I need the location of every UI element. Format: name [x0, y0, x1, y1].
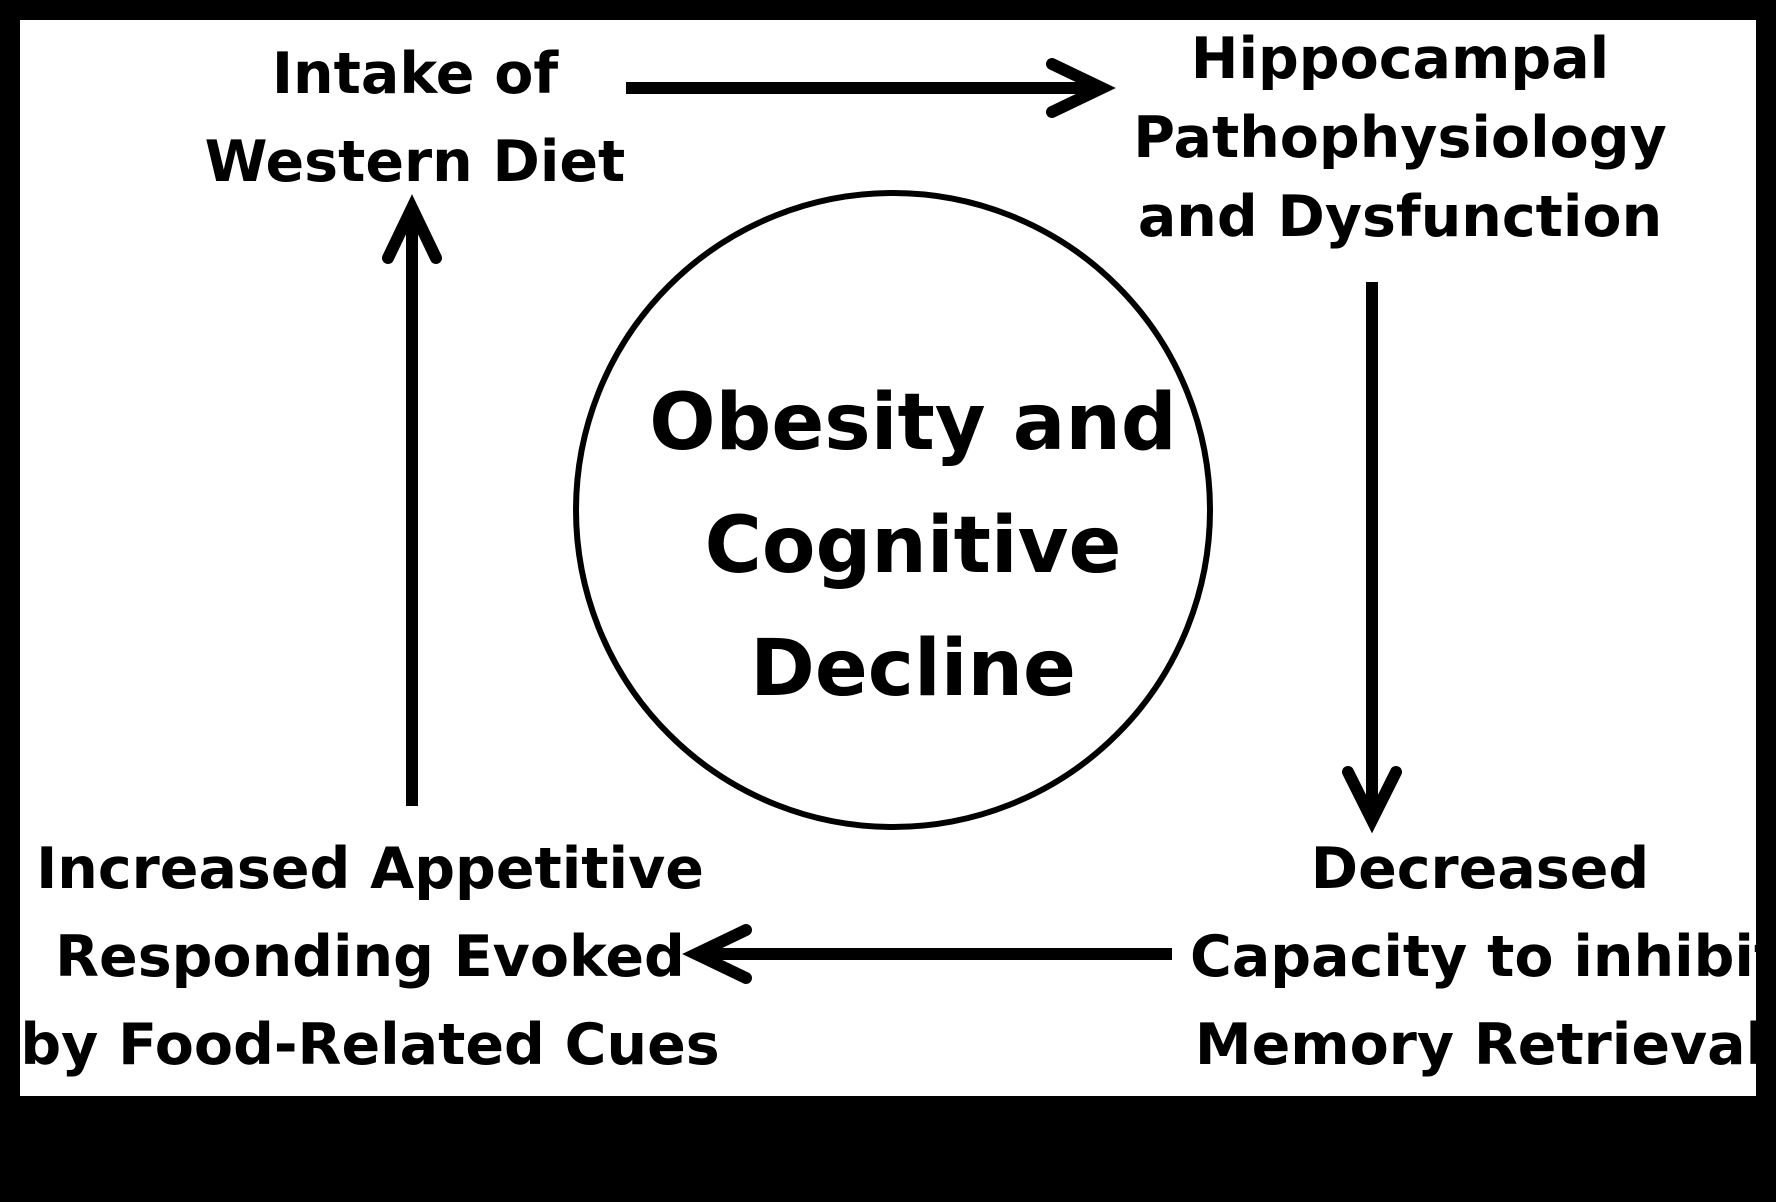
arrow-diet-to-hippocampal	[626, 58, 1116, 118]
diagram-canvas: Intake of Western Diet Hippocampal Patho…	[20, 20, 1756, 1096]
node-label-line: Capacity to inhibit	[1190, 924, 1756, 990]
node-label-line: Intake of	[271, 41, 559, 107]
center-label-line: Obesity and	[649, 378, 1177, 468]
arrow-appetitive-to-diet	[382, 194, 442, 806]
arrow-hippocampal-to-decreased	[1342, 282, 1402, 834]
diagram-arrows	[382, 58, 1402, 984]
node-label-line: Pathophysiology	[1133, 105, 1667, 171]
node-decreased-inhibition: Decreased Capacity to inhibit Memory Ret…	[1190, 825, 1756, 1089]
center-label-line: Cognitive	[704, 501, 1122, 591]
center-circle	[573, 190, 1213, 830]
center-label: Obesity and Cognitive Decline	[568, 362, 1258, 731]
arrow-decreased-to-appetitive	[682, 924, 1172, 984]
node-label-line: Responding Evoked	[55, 924, 685, 990]
node-label-line: and Dysfunction	[1137, 184, 1663, 250]
node-label-line: Memory Retrieval	[1194, 1012, 1756, 1078]
node-hippocampal-dysfunction: Hippocampal Pathophysiology and Dysfunct…	[1120, 20, 1680, 257]
node-western-diet-intake: Intake of Western Diet	[190, 30, 640, 206]
node-label-line: Hippocampal	[1190, 26, 1610, 92]
node-appetitive-responding: Increased Appetitive Responding Evoked b…	[20, 825, 720, 1089]
node-label-line: Decreased	[1310, 836, 1650, 902]
node-label-line: Western Diet	[204, 129, 626, 195]
node-label-line: Increased Appetitive	[36, 836, 704, 902]
node-label-line: by Food-Related Cues	[20, 1012, 720, 1078]
center-label-line: Decline	[750, 624, 1076, 714]
